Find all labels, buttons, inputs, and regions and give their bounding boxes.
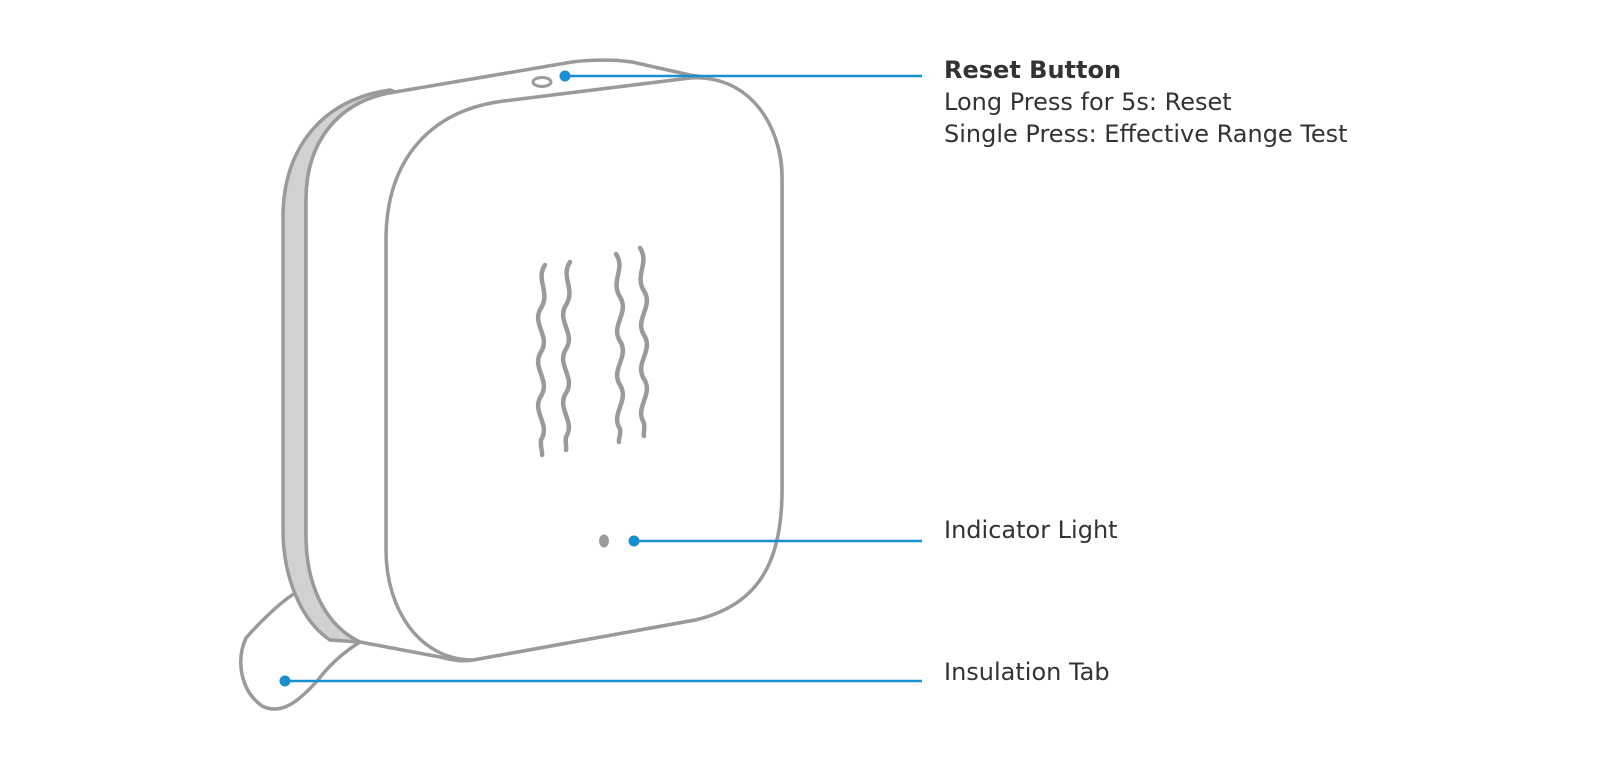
indicator-light-leader-dot: [628, 535, 640, 547]
insulation-tab-leader-dot: [279, 675, 291, 687]
vent-line-4: [637, 245, 650, 439]
insulation-tab-callout: Insulation Tab: [944, 656, 1110, 688]
vent-line-3: [613, 251, 626, 445]
reset-button-hole: [531, 76, 553, 88]
vent-lines: [535, 245, 650, 458]
reset-button-title: Reset Button: [944, 56, 1122, 84]
reset-button-leader-dot: [559, 70, 571, 82]
vent-line-1: [535, 262, 548, 458]
insulation-tab-title: Insulation Tab: [944, 658, 1110, 686]
reset-button-callout: Reset Button Long Press for 5s: Reset Si…: [944, 54, 1348, 150]
indicator-light: [599, 534, 609, 548]
vent-line-2: [560, 259, 573, 453]
reset-button-desc-single-press: Single Press: Effective Range Test: [944, 120, 1348, 148]
indicator-light-title: Indicator Light: [944, 516, 1118, 544]
indicator-light-callout: Indicator Light: [944, 514, 1118, 546]
reset-button-desc-long-press: Long Press for 5s: Reset: [944, 88, 1232, 116]
leader-lines: [279, 70, 922, 687]
device-front-face: [384, 76, 784, 662]
